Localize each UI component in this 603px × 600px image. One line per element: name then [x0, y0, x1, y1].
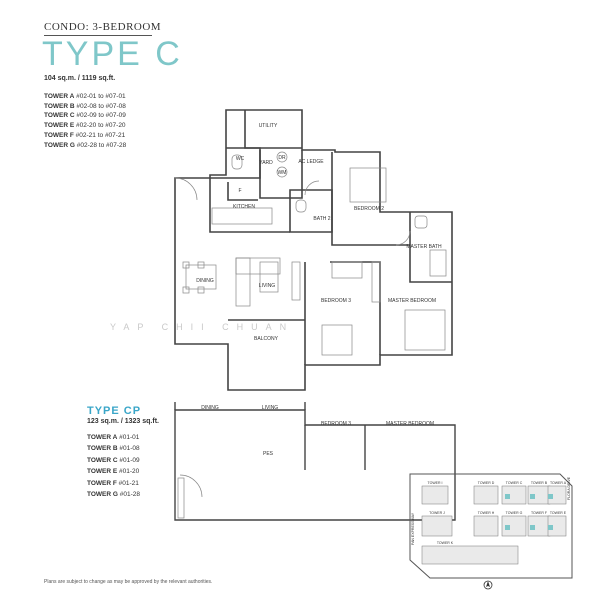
label-bedroom-3: BEDROOM 3	[321, 298, 351, 304]
label-master-bedroom: MASTER BEDROOM	[388, 298, 436, 304]
label-utility: UTILITY	[259, 123, 278, 129]
key-tower-h: TOWER H	[478, 511, 495, 515]
tower-unit-row: TOWER A #02-01 to #07-01	[44, 93, 126, 100]
key-tower-j: TOWER J	[429, 511, 445, 515]
type-cp-area: 123 sq.m. / 1323 sq.ft.	[87, 418, 159, 425]
footnote: Plans are subject to change as may be ap…	[44, 579, 213, 585]
cp-label-dining: DINING	[201, 405, 219, 411]
label-kitchen: KITCHEN	[233, 204, 255, 210]
tower-unit-row: TOWER A #01-01	[87, 434, 140, 441]
cp-label-living: LIVING	[262, 405, 279, 411]
tower-unit-row: TOWER G #01-28	[87, 491, 140, 499]
label-living: LIVING	[259, 283, 276, 289]
label-dining: DINING	[196, 278, 214, 284]
north-arrow-pointer-icon	[486, 581, 490, 587]
key-tower-k: TOWER K	[437, 541, 454, 545]
cp-label-bedroom-3: BEDROOM 3	[321, 421, 351, 427]
tower-unit-row: TOWER C #01-09	[87, 456, 140, 464]
key-tower-i: TOWER I	[428, 481, 443, 485]
label-ac-ledge: AC LEDGE	[298, 159, 324, 165]
cp-label-pes: PES	[263, 451, 274, 457]
label-bath-2: BATH 2	[313, 216, 330, 222]
unit-category: CONDO: 3-BEDROOM	[44, 21, 162, 33]
tower-unit-row: TOWER B #02-08 to #07-08	[44, 102, 126, 110]
title-divider	[44, 35, 152, 36]
road-pan-expressway: PAN EXPRESSWAY	[411, 512, 415, 545]
tower-unit-row: TOWER G #02-28 to #07-28	[44, 141, 127, 149]
label-yard: YARD	[259, 160, 273, 166]
watermark: YAP CHII CHUAN	[110, 322, 295, 332]
key-tower-e: TOWER E	[550, 511, 567, 515]
key-tower-c: TOWER C	[506, 481, 523, 485]
tower-unit-row: TOWER B #01-08	[87, 445, 140, 453]
tower-unit-row: TOWER F #02-21 to #07-21	[44, 131, 126, 139]
tower-unit-row: TOWER E #02-20 to #07-20	[44, 122, 126, 130]
unit-type-title: TYPE C	[42, 35, 183, 73]
tower-unit-row: TOWER C #02-09 to #07-09	[44, 112, 126, 120]
cp-label-master-bedroom: MASTER BEDROOM	[386, 421, 434, 427]
label-bedroom-2: BEDROOM 2	[354, 206, 384, 212]
label-f: F	[238, 188, 241, 194]
unit-area: 104 sq.m. / 1119 sq.ft.	[44, 75, 116, 82]
key-tower-d: TOWER D	[478, 481, 495, 485]
key-tower-a: TOWER A	[550, 481, 567, 485]
label-dr: DR	[278, 155, 286, 161]
road-flora-drive: FLORA DRIVE	[567, 476, 571, 500]
type-cp-title: TYPE CP	[87, 405, 142, 417]
label-wm: WM	[278, 170, 287, 176]
type-cp-tower-list: TOWER A #01-01 TOWER B #01-08 TOWER C #0…	[87, 432, 140, 500]
label-master-bath: MASTER BATH	[406, 244, 442, 250]
tower-unit-row: TOWER E #01-20	[87, 468, 140, 476]
key-tower-f: TOWER F	[531, 511, 547, 515]
tower-unit-list: TOWER A #02-01 to #07-01 TOWER B #02-08 …	[44, 92, 126, 150]
key-tower-b: TOWER B	[531, 481, 548, 485]
tower-unit-row: TOWER F #01-21	[87, 479, 139, 487]
label-wc: WC	[236, 156, 245, 162]
key-tower-g: TOWER G	[506, 511, 523, 515]
label-balcony: BALCONY	[254, 336, 279, 342]
